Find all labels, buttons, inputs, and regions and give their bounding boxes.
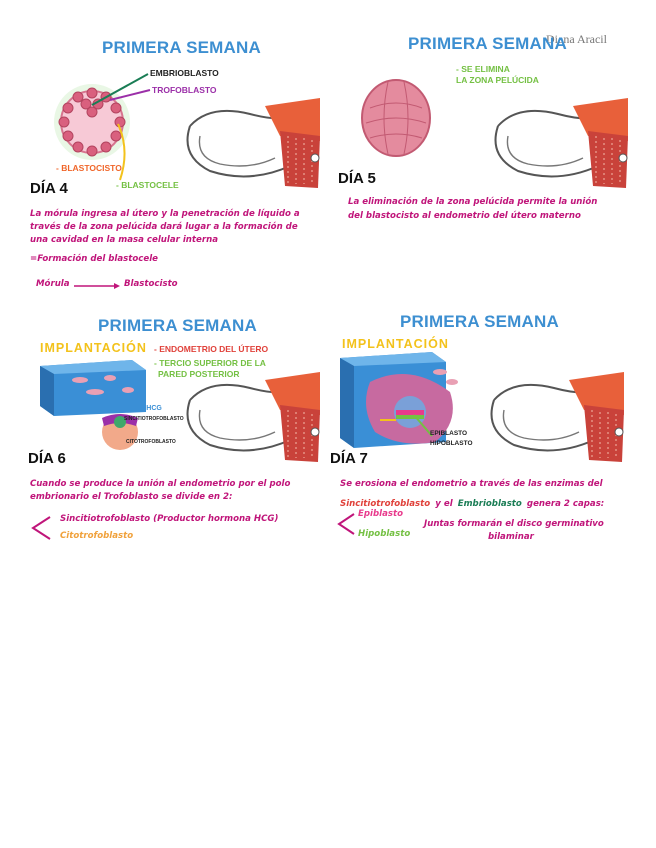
note-line: bilaminar <box>488 531 534 544</box>
bracket-icon <box>336 512 356 536</box>
word-embrioblasto: Embrioblasto <box>458 499 522 509</box>
label-epiblasto: EPIBLASTO <box>430 430 467 437</box>
item-hipoblasto: Hipoblasto <box>358 528 410 541</box>
label-hipoblasto: HIPOBLASTO <box>430 440 473 447</box>
word-y-el: y el <box>435 499 452 509</box>
text-line: Se erosiona el endometrio a través de la… <box>340 478 603 491</box>
word-genera: genera 2 capas: <box>527 499 604 509</box>
uterus-illustration <box>474 370 624 465</box>
item-epiblasto: Epiblasto <box>358 508 403 521</box>
note-line: Juntas formarán el disco germinativo <box>424 518 604 531</box>
day-label: DÍA 7 <box>330 450 368 467</box>
